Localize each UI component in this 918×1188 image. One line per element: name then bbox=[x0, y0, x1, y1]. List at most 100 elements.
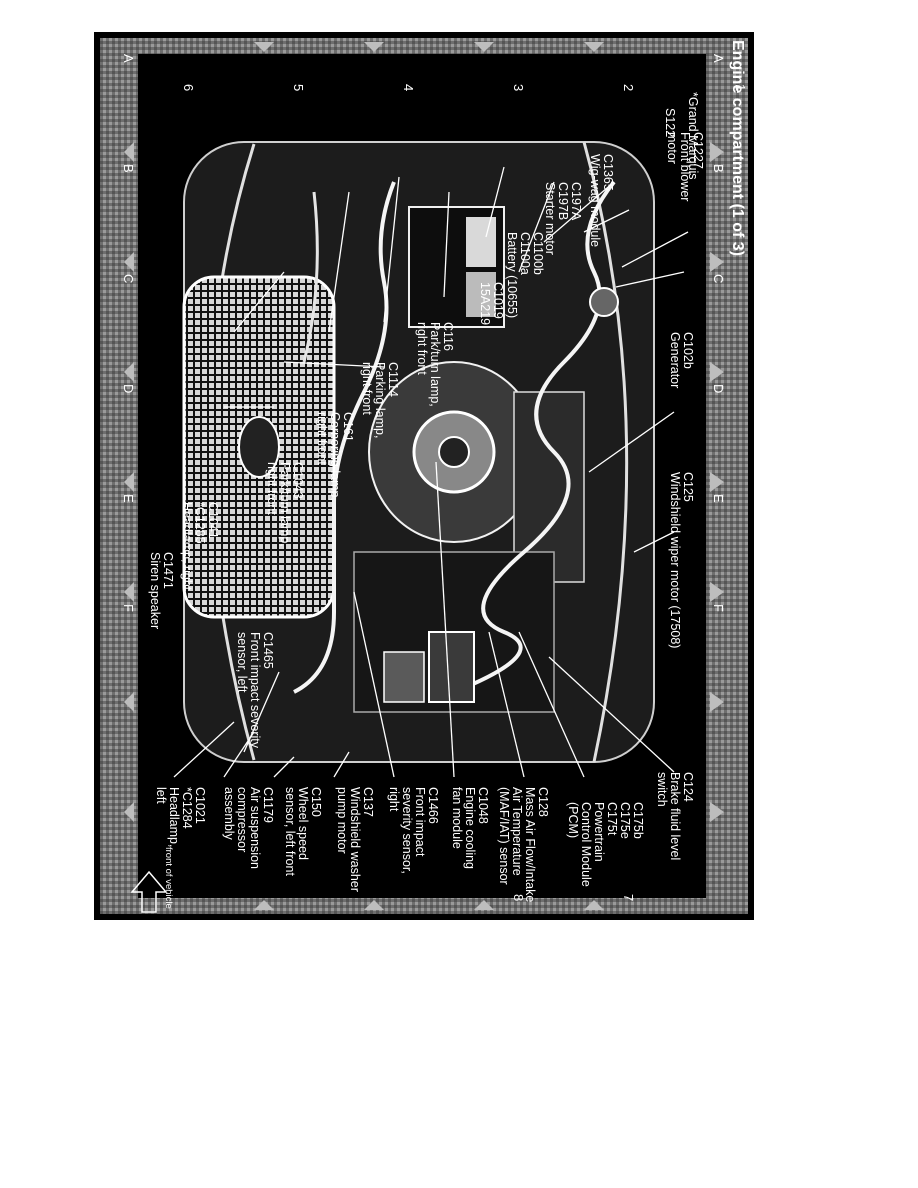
label-cornering-right: C161 Cornering lamp, right front bbox=[315, 412, 355, 501]
label-battery-line-1: C1100b bbox=[531, 232, 545, 275]
grid-col-label-4: 4 bbox=[401, 84, 416, 92]
label-generator-line-1: C102b bbox=[681, 332, 695, 369]
grid-row-label-E-bottom: E bbox=[121, 494, 136, 503]
label-park-turn-right-line-3: right front bbox=[415, 322, 429, 375]
label-pcm-line-4: Powertrain bbox=[592, 802, 606, 862]
grid-row-label-F: F bbox=[711, 604, 726, 612]
grid-row-label-D-bottom: D bbox=[121, 384, 136, 394]
label-fuse: C1019 15A219 bbox=[478, 282, 505, 326]
label-impact-left-line-3: sensor, left bbox=[235, 632, 249, 693]
label-c197-line-1: C197A bbox=[569, 182, 583, 221]
label-c1227-line-2: Front blower bbox=[678, 132, 692, 202]
label-headlamp-right-line-3: Headlamp, right bbox=[180, 502, 194, 591]
label-c137-line-1: C137 bbox=[361, 787, 375, 817]
label-c1048: C1048 Engine cooling fan module bbox=[450, 787, 490, 870]
label-pcm-line-6: (PCM) bbox=[566, 802, 580, 839]
grid-row-label-E: E bbox=[711, 494, 726, 503]
label-c1227: C1227 Front blower motor bbox=[665, 132, 705, 202]
label-c1048-line-2: Engine cooling bbox=[463, 787, 477, 870]
label-c1227-line-3: motor bbox=[665, 132, 679, 164]
label-fuse-line-1: C1019 bbox=[491, 282, 505, 319]
label-c124-line-2: Brake fluid level bbox=[668, 772, 682, 861]
label-c137: C137 Windshield washer pump motor bbox=[335, 787, 375, 892]
grid-markers bbox=[124, 42, 724, 910]
label-c1466-line-2: Front impact bbox=[413, 787, 427, 857]
engine-photo bbox=[182, 141, 655, 763]
label-park-turn-right-line-1: C116 bbox=[441, 322, 455, 351]
label-park-turn-right: C116 Park/turn lamp, right front bbox=[415, 322, 455, 407]
label-generator: C102b Generator bbox=[668, 332, 695, 389]
label-impact-left-line-2: Front impact severity bbox=[248, 632, 262, 749]
label-c137-line-3: pump motor bbox=[335, 787, 349, 854]
grid-col-label-5: 5 bbox=[291, 84, 306, 92]
label-parking-right-line-2: Parking lamp, bbox=[373, 362, 387, 439]
label-c1365: C1365 Wig-wag module bbox=[588, 154, 615, 248]
label-fuse-line-2: 15A219 bbox=[478, 282, 492, 326]
grid-col-label-7: 7 bbox=[621, 894, 636, 902]
label-impact-left: C1465 Front impact severity sensor, left bbox=[235, 632, 275, 749]
label-pcm-line-2: C175e bbox=[618, 802, 632, 839]
label-wiper-line-1: C125 bbox=[681, 472, 695, 502]
label-headlamp-right-line-2: *C1285 bbox=[193, 502, 207, 544]
label-battery-line-3: Battery (10655) bbox=[505, 232, 519, 319]
grid-col-label-6: 6 bbox=[181, 84, 196, 92]
leader-lines bbox=[173, 166, 689, 778]
grid-col-label-2: 2 bbox=[621, 84, 636, 92]
label-c150: C150 Wheel speed sensor, left front bbox=[283, 787, 323, 876]
label-wiper: C125 Windshield wiper motor (17508) bbox=[668, 472, 695, 649]
label-c1365-line-2: Wig-wag module bbox=[588, 154, 602, 248]
label-headlamp-right: C1041 *C1285 Headlamp, right bbox=[180, 502, 220, 591]
label-c197: C197A C197B Starter motor bbox=[543, 182, 583, 255]
rotated-diagram: Engine compartment (1 of 3) A B C D E F … bbox=[94, 32, 754, 920]
label-c124: C124 Brake fluid level switch bbox=[655, 772, 695, 861]
label-wiper-line-2: Windshield wiper motor (17508) bbox=[668, 472, 682, 649]
label-c1179: C1179 Air suspension compressor assembly bbox=[222, 787, 275, 869]
diagram-title: Engine compartment (1 of 3) bbox=[729, 40, 746, 257]
label-c1043-line-1: C1043 bbox=[291, 462, 305, 499]
label-siren: C1471 Siren speaker bbox=[148, 552, 175, 630]
label-c124-line-1: C124 bbox=[681, 772, 695, 802]
label-maf-line-1: C128 bbox=[536, 787, 550, 817]
label-c150-line-1: C150 bbox=[309, 787, 323, 817]
label-c1227-line-1: C1227 bbox=[691, 132, 705, 169]
grid-row-label-A: A bbox=[711, 54, 726, 63]
label-siren-line-1: C1471 bbox=[161, 552, 175, 589]
label-c1021: C1021 *C1284 Headlamp, left bbox=[154, 787, 207, 848]
label-pcm: C175b C175e C175t Powertrain Control Mod… bbox=[566, 802, 645, 887]
label-siren-line-2: Siren speaker bbox=[148, 552, 162, 630]
grid-row-label-B: B bbox=[711, 164, 726, 173]
label-parking-right-line-1: C1114 bbox=[386, 362, 400, 397]
grid-row-label-D: D bbox=[711, 384, 726, 394]
diagram-frame: Engine compartment (1 of 3) A B C D E F … bbox=[94, 32, 754, 920]
label-c197-line-2: C197B bbox=[556, 182, 570, 221]
label-c124-line-3: switch bbox=[655, 772, 669, 807]
label-parking-right-line-3: right front bbox=[360, 362, 374, 415]
label-c1021-line-1: C1021 bbox=[193, 787, 207, 824]
label-maf-line-4: (MAF/IAT) sensor bbox=[497, 787, 511, 885]
label-cornering-right-line-1: C161 bbox=[341, 412, 355, 442]
label-c1043-line-3: right front bbox=[265, 462, 279, 515]
label-c1466: C1466 Front impact severity sensor, righ… bbox=[387, 787, 440, 874]
label-c1048-line-1: C1048 bbox=[476, 787, 490, 824]
label-maf-line-2: Mass Air Flow/Intake bbox=[523, 787, 537, 903]
label-pcm-line-1: C175b bbox=[631, 802, 645, 839]
label-c1466-line-4: right bbox=[387, 787, 401, 812]
label-c1021-line-4: left bbox=[154, 787, 168, 804]
label-generator-line-2: Generator bbox=[668, 332, 682, 389]
grid-row-label-F-bottom: F bbox=[121, 604, 136, 612]
diagram-graphics bbox=[94, 32, 754, 920]
label-c1466-line-3: severity sensor, bbox=[400, 787, 414, 874]
label-c1179-line-4: assembly bbox=[222, 787, 236, 840]
label-c1365-line-1: C1365 bbox=[601, 154, 615, 191]
grid-row-label-C-bottom: C bbox=[121, 274, 136, 284]
label-c150-line-2: Wheel speed bbox=[296, 787, 310, 860]
label-c137-line-2: Windshield washer bbox=[348, 787, 362, 892]
grid-row-label-C: C bbox=[711, 274, 726, 284]
label-c1021-line-3: Headlamp, bbox=[167, 787, 181, 848]
label-maf: C128 Mass Air Flow/Intake Air Temperatur… bbox=[497, 787, 550, 903]
front-of-vehicle-label: front of vehicle bbox=[163, 847, 174, 909]
grid-col-label-1: 1 bbox=[733, 84, 748, 92]
label-pcm-line-5: Control Module bbox=[579, 802, 593, 887]
label-c1179-line-3: compressor bbox=[235, 787, 249, 853]
grid-row-label-B-bottom: B bbox=[121, 164, 136, 173]
